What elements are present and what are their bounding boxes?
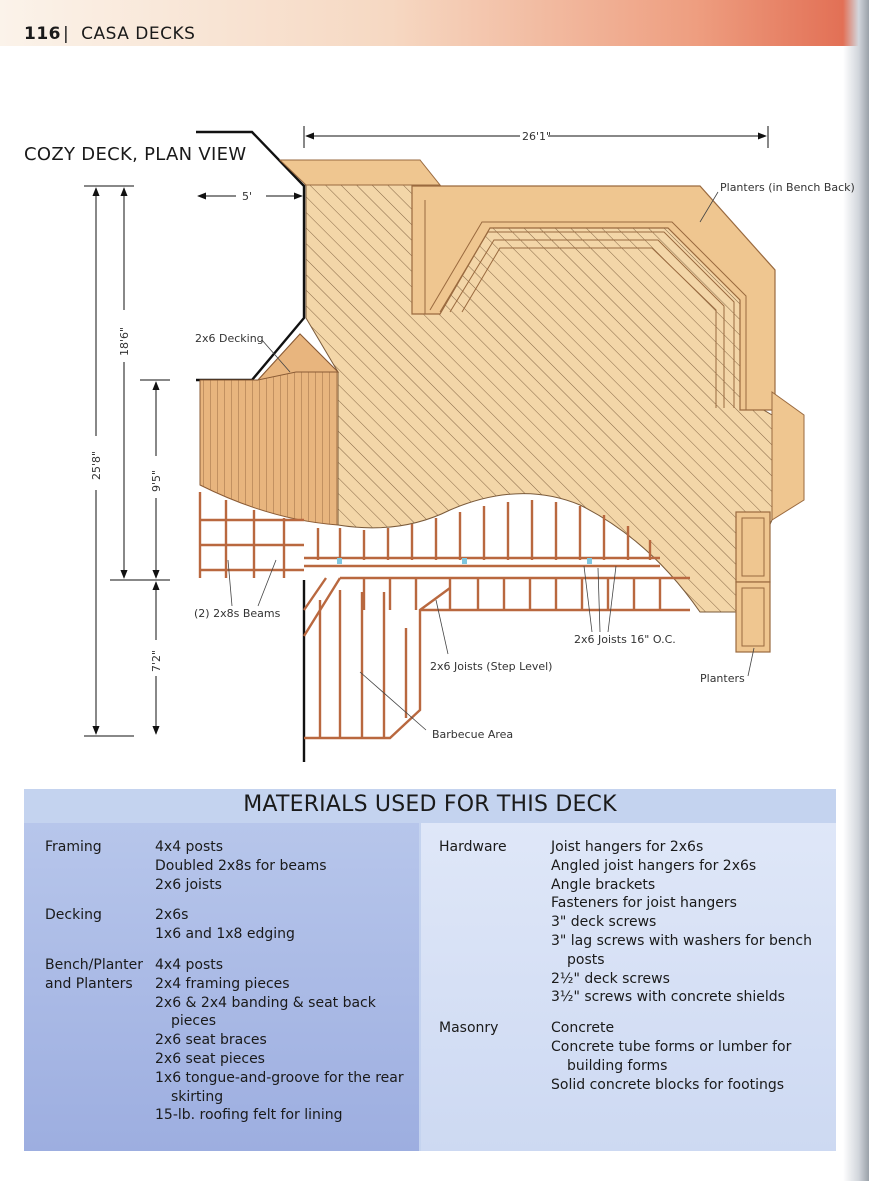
materials-item: Concrete xyxy=(551,1020,615,1037)
corner-decking xyxy=(256,333,340,381)
page-edge-shadow xyxy=(843,0,869,1181)
materials-item: Joist hangers for 2x6s xyxy=(551,839,704,855)
materials-item-list: 4x4 posts 2x4 framing pieces 2x6 & 2x4 ban… xyxy=(155,956,404,1125)
materials-item: 2x6 seat pieces xyxy=(155,1050,265,1067)
materials-label-line: Framing xyxy=(45,839,102,855)
materials-item-list: 2x6s 1x6 and 1x8 edging xyxy=(155,906,295,944)
materials-item: 2x6 joists xyxy=(155,876,222,893)
dim-overall-depth: 25'8" xyxy=(90,451,103,480)
callout-decking: 2x6 Decking xyxy=(195,332,264,345)
plan-title: COZY DECK, PLAN VIEW xyxy=(24,144,247,165)
materials-group-label: Masonry xyxy=(439,1019,551,1038)
materials-item: pieces xyxy=(171,1013,216,1030)
materials-item: 2x6 & 2x4 banding & seat back xyxy=(155,994,376,1011)
section-title: CASA DECKS xyxy=(81,24,196,44)
dim-overall-width: 26'1" xyxy=(522,130,551,143)
callout-planters-bench: Planters (in Bench Back) xyxy=(720,181,855,194)
callout-planters: Planters xyxy=(700,672,745,685)
materials-item: 1x6 tongue-and-groove for the rear xyxy=(155,1069,404,1086)
callout-leaders xyxy=(227,191,755,731)
materials-label-line: Hardware xyxy=(439,839,507,855)
materials-item: posts xyxy=(567,951,605,968)
page-header-band xyxy=(0,0,869,46)
materials-item: Doubled 2x8s for beams xyxy=(155,857,327,874)
materials-label-line: and Planters xyxy=(45,975,133,992)
top-edging xyxy=(278,159,442,186)
dim-lower-depth: 7'2" xyxy=(150,650,163,672)
callout-beams: (2) 2x8s Beams xyxy=(194,607,281,620)
materials-item: 2x4 framing pieces xyxy=(155,975,290,992)
materials-label-line: Bench/Planter xyxy=(45,957,144,973)
materials-left-column xyxy=(24,823,419,1151)
materials-item: 2x6 seat braces xyxy=(155,1032,267,1049)
materials-item: 1x6 and 1x8 edging xyxy=(155,926,295,943)
materials-item: Solid concrete blocks for footings xyxy=(551,1076,785,1093)
materials-item: building forms xyxy=(567,1057,668,1074)
materials-item: 3½" screws with concrete shields xyxy=(551,989,785,1006)
materials-item: 4x4 posts xyxy=(155,957,224,973)
dimension-lines xyxy=(84,126,769,737)
deck-plan-drawing: 26'1" 5' 25'8" 18'6" 9'5" 7'2" 2x6 Decki… xyxy=(84,126,855,762)
materials-item: 3" lag screws with washers for bench xyxy=(551,932,812,949)
materials-item: Angled joist hangers for 2x6s xyxy=(551,857,757,874)
joist-hanger-markers xyxy=(337,558,592,564)
materials-group-label: Framing xyxy=(45,838,155,857)
dim-middle-depth: 9'5" xyxy=(150,470,163,492)
materials-item: Angle brackets xyxy=(551,876,656,893)
materials-item: Concrete tube forms or lumber for xyxy=(551,1038,792,1055)
materials-title: MATERIALS USED FOR THIS DECK xyxy=(243,792,617,817)
materials-item: 2½" deck screws xyxy=(551,970,670,987)
materials-item: 2x6s xyxy=(155,907,189,924)
materials-right-column xyxy=(421,823,836,1151)
bench-seat-lines xyxy=(424,200,747,410)
dim-upper-depth: 18'6" xyxy=(118,327,131,356)
callout-joists-step: 2x6 Joists (Step Level) xyxy=(430,660,552,673)
callout-barbecue: Barbecue Area xyxy=(432,728,513,741)
planter-boxes xyxy=(735,511,771,653)
materials-item: 4x4 posts xyxy=(155,839,224,855)
materials-group-label: Bench/Planter and Planters xyxy=(45,956,155,994)
materials-item: 3" deck screws xyxy=(551,914,657,931)
joist-framing xyxy=(198,492,690,740)
page-number: 116 xyxy=(24,24,61,44)
materials-label-line: Masonry xyxy=(439,1020,499,1037)
materials-group-label: Hardware xyxy=(439,838,551,857)
dim-offset-top: 5' xyxy=(242,190,252,203)
materials-item: Fasteners for joist hangers xyxy=(551,895,737,912)
materials-group-label: Decking xyxy=(45,906,155,925)
materials-item: 15-lb. roofing felt for lining xyxy=(155,1107,343,1124)
materials-item: skirting xyxy=(171,1088,224,1105)
right-edging xyxy=(771,391,805,521)
running-head: 116| CASA DECKS xyxy=(24,24,195,44)
header-separator: | xyxy=(63,24,70,44)
bench-planter-band xyxy=(411,185,776,411)
materials-label-line: Decking xyxy=(45,907,102,924)
callout-joists: 2x6 Joists 16" O.C. xyxy=(574,633,676,646)
